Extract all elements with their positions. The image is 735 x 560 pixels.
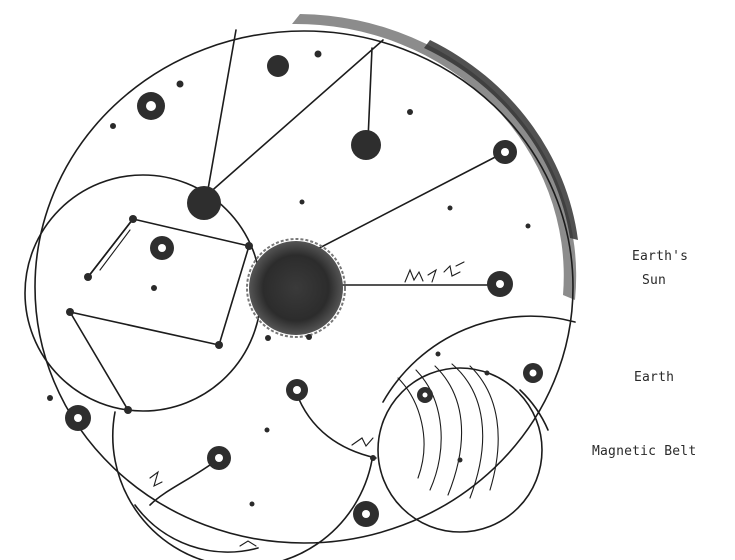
ringed-body-6	[65, 405, 91, 431]
left-large-circle	[25, 175, 261, 411]
outer-shadow-rim	[292, 14, 576, 300]
upper-right-body	[351, 130, 381, 160]
ringed-body-1	[137, 92, 165, 120]
label-earth: Earth	[634, 370, 674, 385]
beam-3	[368, 48, 372, 140]
ringed-body-4	[523, 363, 543, 383]
beam-2	[207, 40, 383, 195]
lower-left-arc	[113, 412, 372, 560]
earths-sun-marker-body	[487, 271, 513, 297]
label-earths-sun-line2: Sun	[642, 273, 666, 288]
constellation-upper-link	[88, 219, 133, 277]
ringed-body-8	[353, 501, 379, 527]
top-body	[267, 55, 289, 77]
upper-mid-body	[187, 186, 221, 220]
belt-curve-4	[452, 364, 483, 498]
label-earths-sun-line1: Earth's	[632, 249, 688, 264]
belt-curve-3	[435, 366, 462, 495]
tail-scribble-2	[150, 472, 162, 486]
belt-curve-5	[470, 366, 498, 490]
beam-4	[300, 152, 505, 258]
ringed-body-9	[417, 387, 433, 403]
constellation-inner	[100, 230, 130, 270]
earth-region-arc	[383, 316, 575, 402]
central-sun-body	[249, 241, 343, 335]
ringed-body-7	[207, 446, 231, 470]
lower-left-arc-2	[135, 505, 258, 552]
ringed-body-5	[286, 379, 308, 401]
tail-scribble-1	[352, 438, 373, 446]
label-magnetic-belt: Magnetic Belt	[592, 444, 696, 459]
beam-1	[207, 30, 236, 195]
tail-curve-1	[296, 392, 376, 458]
ringed-body-2	[150, 236, 174, 260]
tail-scribble-3	[240, 541, 256, 546]
ringed-body-3	[493, 140, 517, 164]
scribble-near-line	[405, 262, 464, 282]
belt-outer-arc	[520, 390, 548, 430]
